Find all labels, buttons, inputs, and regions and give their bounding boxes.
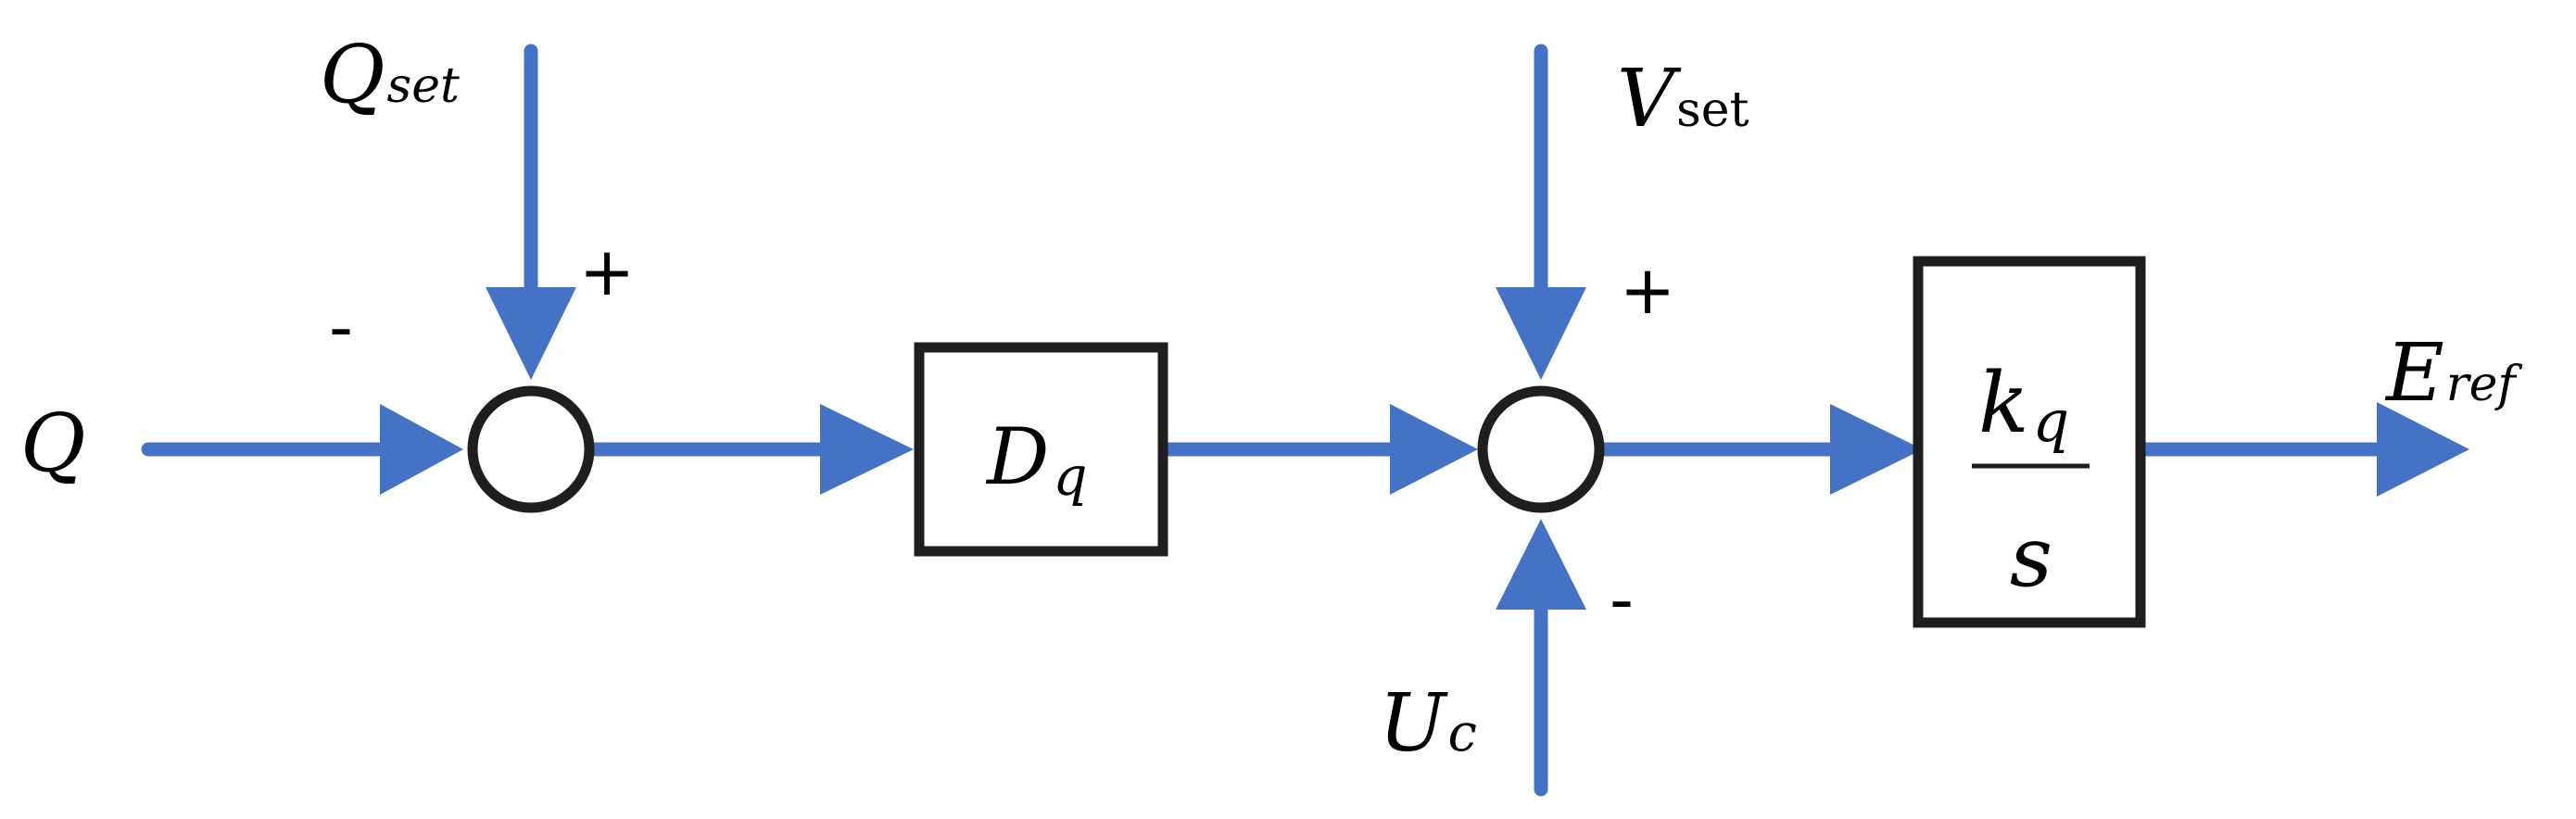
summing-junction-2 (1477, 385, 1605, 513)
label-droop-gain-sub: q (1053, 445, 1087, 508)
arrowheads (380, 287, 2469, 610)
label-integrator-num-main: k (1978, 355, 2029, 452)
sign-sum1-minus: - (329, 288, 353, 366)
label-e-ref-sub: ref (2446, 357, 2523, 412)
label-v-set: Vset (1617, 53, 1749, 145)
label-droop-gain: Dq (985, 411, 1088, 508)
sign-sum1-plus: + (579, 233, 635, 310)
integrator-block (1913, 256, 2146, 628)
arrowhead-qset-into-sum1 (486, 287, 576, 380)
label-v-set-sub: set (1676, 82, 1749, 138)
label-q-set-sub: set (387, 58, 460, 114)
arrowhead-into-droop (820, 404, 914, 495)
label-e-ref: Eref (2384, 327, 2522, 420)
droop-gain-block (914, 342, 1168, 557)
label-e-ref-main: E (2384, 327, 2444, 420)
label-u-c-main: U (1379, 677, 1448, 770)
label-integrator-denominator: s (2010, 509, 2052, 606)
signal-lines (141, 44, 2393, 797)
sign-sum2-plus: + (1620, 251, 1675, 329)
sign-sum2-minus: - (1610, 561, 1634, 638)
label-q: Q (20, 397, 86, 490)
arrowhead-uc-into-sum2 (1496, 519, 1586, 610)
arrowhead-vset-into-sum2 (1496, 287, 1586, 380)
label-integrator-num-sub: q (2033, 387, 2070, 455)
arrowhead-eref-output (2377, 402, 2469, 497)
label-droop-gain-main: D (985, 411, 1049, 502)
label-u-c-sub: c (1447, 703, 1476, 763)
label-q-set-main: Q (320, 29, 385, 121)
label-u-c: Uc (1379, 677, 1477, 770)
arrowhead-into-integrator (1830, 404, 1923, 495)
label-v-set-main: V (1617, 53, 1682, 145)
label-q-set: Qset (320, 29, 460, 121)
arrowhead-droop-into-sum2 (1390, 404, 1478, 495)
arrowhead-q-into-sum1 (380, 404, 463, 495)
summing-junction-1 (467, 385, 595, 513)
label-integrator-numerator: kq (1978, 355, 2069, 455)
